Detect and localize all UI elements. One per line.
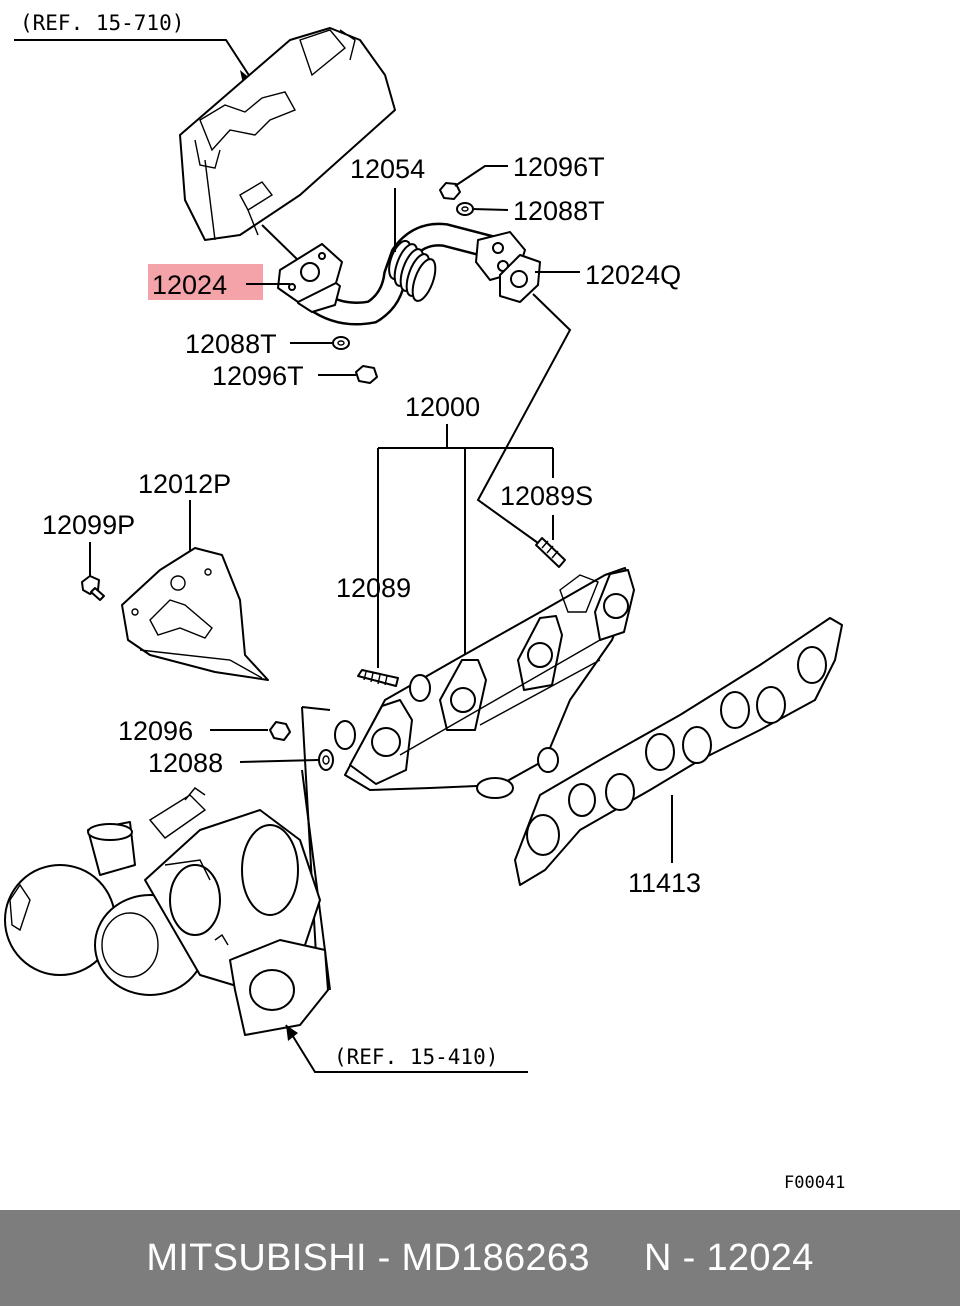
gasket-12024: [277, 243, 343, 303]
heat-shield-12012P: [121, 547, 269, 681]
leader-12088T-top: [471, 208, 509, 211]
label-12099P: 12099P: [42, 510, 135, 540]
leader-12088: [239, 759, 319, 763]
label-12096T-bottom: 12096T: [212, 361, 304, 391]
nut-12096T-bottom: [355, 365, 378, 384]
leader-turbo-bracket-left: [301, 706, 319, 991]
nut-12096: [269, 721, 291, 741]
label-12089S: 12089S: [500, 481, 593, 511]
label-12088T-top: 12088T: [513, 196, 605, 226]
exhaust-manifold: [334, 567, 635, 799]
highlight-12024: [148, 264, 263, 300]
washer-12088T-top: [456, 202, 474, 216]
figure-code: F00041: [784, 1173, 845, 1193]
parts-diagram: (REF. 15-710): [4, 11, 845, 1193]
label-12024Q: 12024Q: [585, 260, 681, 290]
label-12024: 12024: [152, 270, 227, 300]
washer-12088: [318, 749, 334, 771]
label-12089: 12089: [336, 573, 411, 603]
ref-label-top: (REF. 15-710): [20, 11, 184, 35]
manifold-gasket-11413: [514, 617, 843, 886]
ref-top-leader: [14, 39, 253, 81]
label-11413: 11413: [628, 868, 701, 898]
ref-bottom-arrow: [286, 1025, 298, 1041]
ref-bottom-leader: [285, 1024, 528, 1073]
leader-12096T-top: [454, 165, 508, 187]
egr-valve-housing: [179, 27, 396, 241]
bolt-12099P: [81, 575, 105, 601]
leader-turbo-bracket-top: [301, 706, 331, 711]
footer-bar: MITSUBISHI - MD186263 N - 12024: [0, 1210, 960, 1306]
stud-12089: [357, 669, 399, 687]
stud-12089S: [535, 537, 566, 568]
washer-12088T-bottom: [332, 336, 350, 350]
label-12088T-bottom: 12088T: [185, 329, 277, 359]
pipe-bellows: [388, 239, 437, 302]
ref-label-bottom: (REF. 15-410): [334, 1045, 498, 1069]
footer-caption: MITSUBISHI - MD186263 N - 12024: [146, 1236, 814, 1279]
label-12088: 12088: [148, 748, 223, 778]
label-12096T-top: 12096T: [513, 152, 605, 182]
label-12054: 12054: [350, 154, 425, 184]
turbocharger: [4, 787, 329, 1036]
label-12012P: 12012P: [138, 469, 231, 499]
gasket-12024Q: [499, 254, 541, 303]
leader-pipe-to-manifold: [476, 293, 572, 549]
label-12000: 12000: [405, 392, 480, 422]
label-12096: 12096: [118, 716, 193, 746]
leader-valve-to-gasket: [261, 224, 301, 263]
nut-12096T-top: [439, 182, 461, 200]
